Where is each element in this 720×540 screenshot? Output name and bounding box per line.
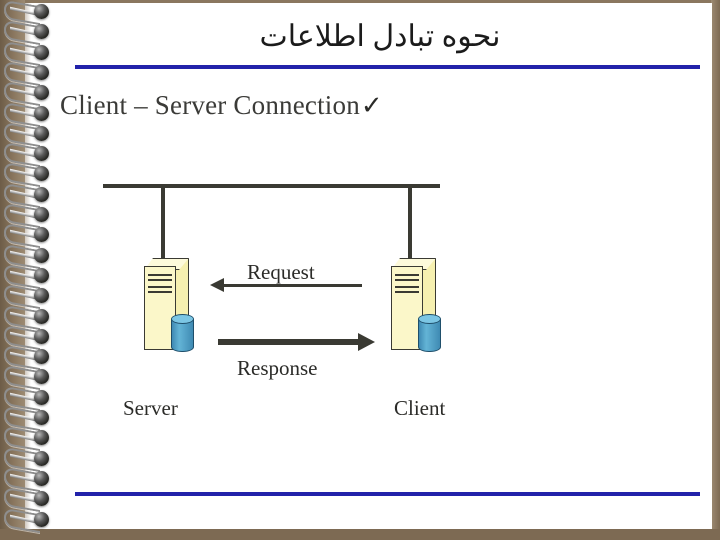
spiral-ring-icon xyxy=(2,405,56,432)
spiral-ring-icon xyxy=(2,324,56,350)
spiral-ring-bead xyxy=(34,146,49,162)
bullet-row: Client – Server Connection✓ xyxy=(60,90,700,128)
spiral-ring-icon xyxy=(2,40,56,66)
spiral-ring-bead xyxy=(34,247,49,263)
binder-top-strip xyxy=(0,0,720,3)
spiral-ring-icon xyxy=(2,385,56,411)
spiral-ring-icon xyxy=(2,141,56,168)
computer-tower-icon-client xyxy=(387,252,449,352)
binder-right-strip xyxy=(711,0,720,540)
spiral-ring-icon xyxy=(2,60,56,87)
binder-bottom-strip xyxy=(0,529,720,540)
spiral-ring-icon xyxy=(2,81,56,107)
spiral-ring-bead xyxy=(34,450,49,466)
tower-slot xyxy=(395,279,419,281)
spiral-ring-bead xyxy=(34,470,49,486)
tower-slot xyxy=(148,291,172,293)
spiral-ring-bead xyxy=(34,288,49,304)
spiral-ring-bead xyxy=(34,186,49,202)
spiral-ring-bead xyxy=(34,430,49,446)
spiral-ring-bead xyxy=(34,105,49,121)
response-label: Response xyxy=(237,356,318,380)
disk-cap xyxy=(418,314,441,324)
spiral-ring-bead xyxy=(34,64,49,80)
tower-slot xyxy=(395,286,419,288)
page-title: نحوه تبادل اطلاعات xyxy=(259,20,501,53)
tower-slot xyxy=(148,274,172,276)
spiral-ring-icon xyxy=(2,426,56,452)
spiral-ring-bead xyxy=(34,44,49,60)
spiral-ring-icon xyxy=(2,121,56,147)
tower-slot xyxy=(148,279,172,281)
disk-cylinder-icon xyxy=(418,314,441,352)
spiral-ring-bead xyxy=(34,125,49,141)
response-arrow-shaft xyxy=(218,339,360,345)
spiral-ring-icon xyxy=(2,487,56,513)
spiral-ring-bead xyxy=(34,369,49,385)
spiral-ring-icon xyxy=(2,446,56,472)
computer-tower-icon-server xyxy=(140,252,202,352)
spiral-ring-icon xyxy=(2,202,56,229)
disk-cap xyxy=(171,314,194,324)
spiral-ring-icon xyxy=(2,344,56,371)
check-icon: ✓ xyxy=(360,90,383,120)
spiral-ring-icon xyxy=(2,304,56,330)
spiral-ring-icon xyxy=(2,223,56,249)
spiral-ring-bead xyxy=(34,85,49,101)
spiral-ring-icon xyxy=(2,0,56,26)
request-arrow-shaft xyxy=(222,284,362,287)
page-inner-shadow xyxy=(25,3,31,529)
spiral-binding xyxy=(0,0,58,540)
spiral-ring-bead xyxy=(34,227,49,243)
tower-slot xyxy=(148,286,172,288)
spiral-ring-icon xyxy=(2,466,56,493)
spiral-ring-icon xyxy=(2,243,56,269)
footer-divider xyxy=(75,492,700,496)
spiral-ring-icon xyxy=(2,507,56,533)
spiral-ring-bead xyxy=(34,349,49,365)
disk-cylinder-icon xyxy=(171,314,194,352)
bullet-label: Client – Server Connection xyxy=(60,90,360,120)
tower-slot xyxy=(395,291,419,293)
spiral-ring-icon xyxy=(2,365,56,391)
request-label: Request xyxy=(247,260,315,284)
spiral-ring-icon xyxy=(2,182,56,208)
spiral-ring-bead xyxy=(34,511,49,527)
spiral-ring-icon xyxy=(2,162,56,188)
spiral-ring-bead xyxy=(34,410,49,425)
server-label: Server xyxy=(123,396,178,420)
network-drop-server xyxy=(161,186,165,258)
spiral-ring-bead xyxy=(34,308,49,324)
spiral-ring-icon xyxy=(2,284,56,310)
client-label: Client xyxy=(394,396,446,420)
spiral-ring-bead xyxy=(34,491,49,507)
spiral-ring-bead xyxy=(34,267,49,283)
network-drop-client xyxy=(408,186,412,258)
request-arrow-head-icon xyxy=(210,278,224,292)
network-bus-line xyxy=(103,184,440,188)
spiral-ring-bead xyxy=(34,328,49,344)
response-arrow-head-icon xyxy=(358,333,375,351)
spiral-ring-icon xyxy=(2,263,56,290)
tower-slot xyxy=(395,274,419,276)
spiral-ring-icon xyxy=(2,20,56,46)
slide-page xyxy=(25,3,712,529)
spiral-ring-bead xyxy=(34,207,49,222)
spiral-ring-bead xyxy=(34,389,49,405)
spiral-ring-bead xyxy=(34,166,49,182)
spiral-ring-bead xyxy=(34,4,49,19)
title-divider-top xyxy=(75,65,700,69)
spiral-ring-bead xyxy=(34,24,49,40)
spiral-ring-icon xyxy=(2,101,56,127)
